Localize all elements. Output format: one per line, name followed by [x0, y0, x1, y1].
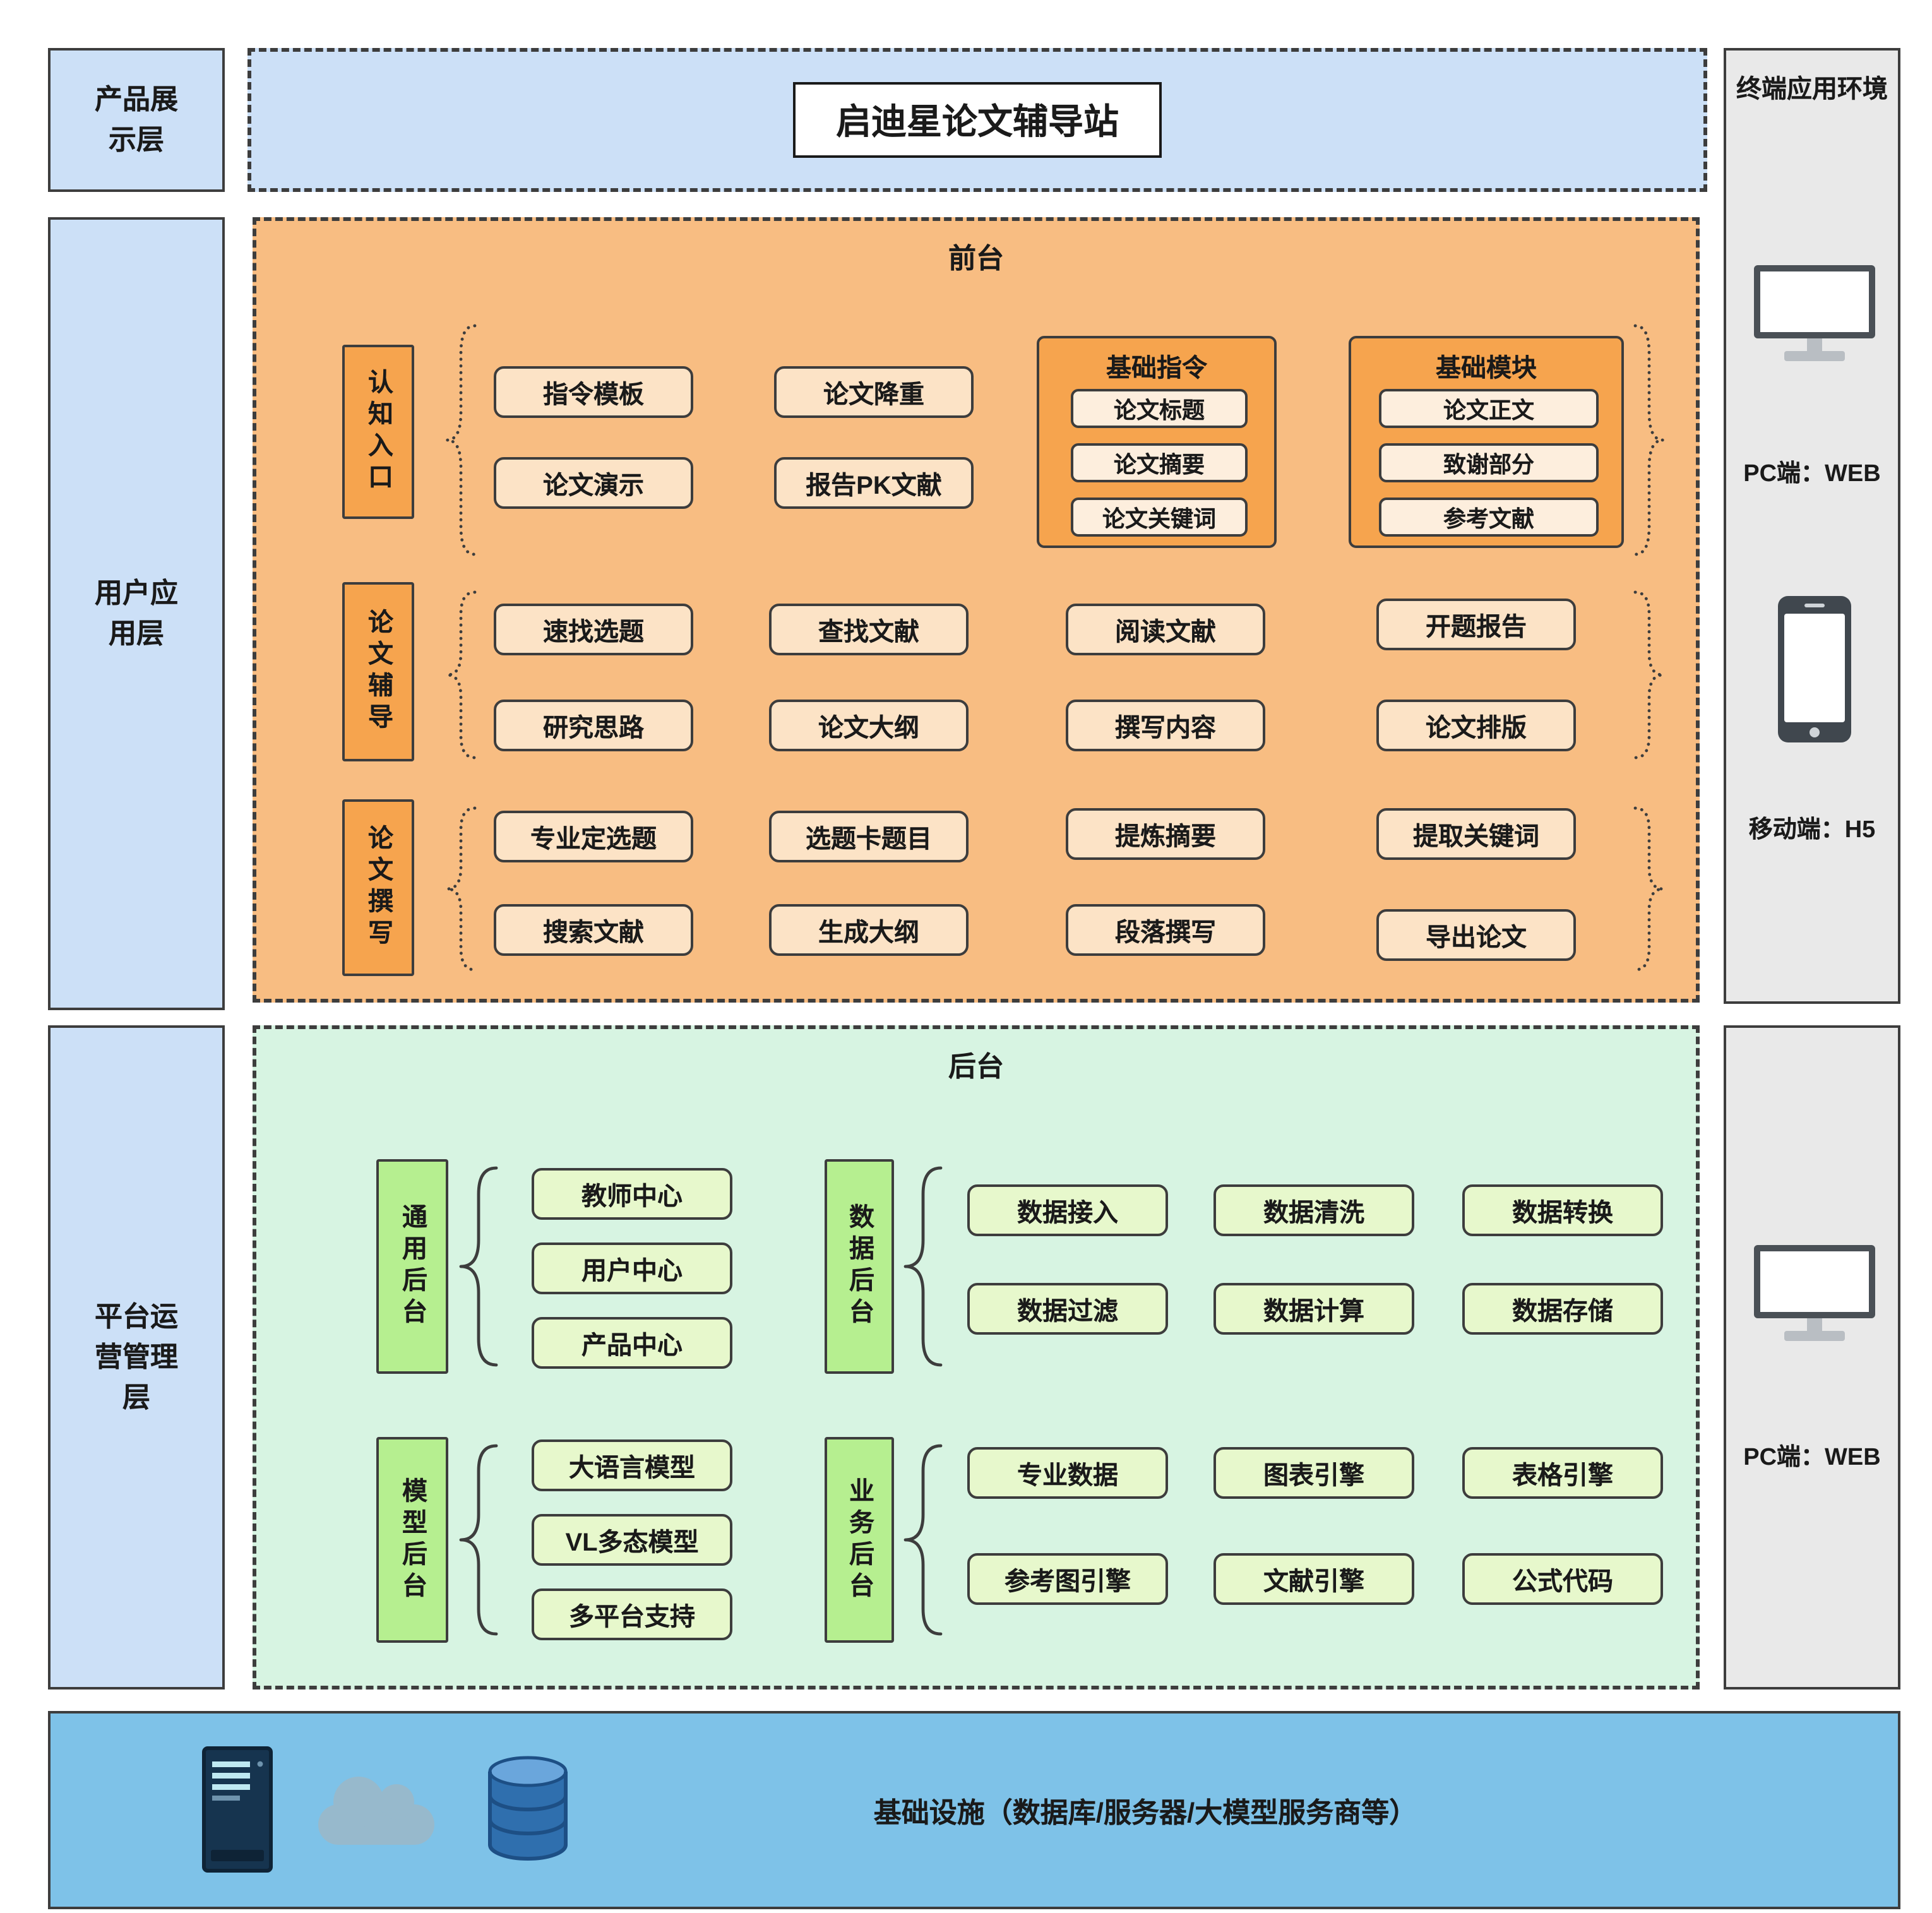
pc-web-label: PC端：WEB [1743, 1445, 1881, 1471]
user-application-layer: 用户应用层 [48, 217, 225, 1010]
basic-command-group: 基础指令 论文标题 论文摘要 论文关键词 [1037, 336, 1277, 548]
backend-data-brace [903, 1165, 943, 1368]
basic-command-item-2: 论文摘要 [1071, 443, 1248, 482]
backend-data-item-1: 数据接入 [967, 1184, 1168, 1236]
infrastructure-label: 基础设施（数据库/服务器/大模型服务商等） [873, 1796, 1417, 1828]
backend-general-item-3: 产品中心 [532, 1317, 732, 1369]
front-row2-side-label: 论文辅导 [342, 582, 414, 761]
basic-module-item-1: 论文正文 [1379, 389, 1599, 428]
cloud-icon [318, 1777, 434, 1845]
backend-data-item-2: 数据清洗 [1213, 1184, 1414, 1236]
basic-module-group-title: 基础模块 [1436, 355, 1537, 383]
front-row1-node-1: 指令模板 [494, 366, 693, 418]
platform-ops-layer: 平台运营管理层 [48, 1025, 225, 1690]
front-row3-left-brace [444, 806, 477, 972]
front-row2-node-5: 阅读文献 [1066, 604, 1265, 655]
backend-band-label: 后台 [948, 1051, 1004, 1082]
front-row1-side-label: 认知入口 [342, 345, 414, 519]
product-display-layer-label: 产品展示层 [94, 83, 178, 155]
front-row3-side-label: 论文撰写 [342, 799, 414, 976]
backend-model-brace [458, 1443, 499, 1636]
backend-business-item-4: 参考图引擎 [967, 1553, 1168, 1605]
front-row2-right-brace [1633, 590, 1666, 760]
server-icon [202, 1746, 273, 1873]
frontend-band-label: 前台 [948, 242, 1004, 274]
front-row3-node-1: 专业定选题 [494, 811, 693, 862]
database-icon [480, 1754, 576, 1862]
backend-business-label: 业务后台 [825, 1437, 894, 1643]
backend-business-item-5: 文献引擎 [1213, 1553, 1414, 1605]
front-row3-node-3: 选题卡题目 [769, 811, 969, 862]
front-row2-node-1: 速找选题 [494, 604, 693, 655]
backend-business-item-2: 图表引擎 [1213, 1447, 1414, 1499]
page-title: 启迪星论文辅导站 [792, 82, 1162, 158]
mobile-phone-icon [1778, 596, 1851, 742]
terminal-mobile-label: 移动端：H5 [1748, 817, 1876, 843]
pc-web-panel: PC端：WEB [1724, 1025, 1900, 1690]
terminal-pc-label: PC端：WEB [1743, 461, 1881, 487]
front-row2-node-3: 查找文献 [769, 604, 969, 655]
frontend-band: 前台 认知入口 指令模板 论文演示 论文降重 报告PK文献 基础指令 论文标题 … [253, 217, 1700, 1003]
backend-general-brace [458, 1165, 499, 1368]
backend-general-item-2: 用户中心 [532, 1243, 732, 1294]
front-row1-right-brace [1633, 323, 1666, 557]
backend-data-item-3: 数据转换 [1462, 1184, 1663, 1236]
user-application-layer-label: 用户应用层 [94, 577, 178, 649]
terminal-env-panel: 终端应用环境 PC端：WEB 移动端：H5 [1724, 48, 1900, 1004]
basic-module-item-3: 参考文献 [1379, 498, 1599, 537]
basic-module-group: 基础模块 论文正文 致谢部分 参考文献 [1349, 336, 1624, 548]
front-row2-node-7: 开题报告 [1376, 599, 1576, 650]
backend-business-item-1: 专业数据 [967, 1447, 1168, 1499]
front-row1-node-3: 论文降重 [774, 366, 974, 418]
front-row2-left-brace [444, 590, 477, 760]
backend-general-label: 通用后台 [376, 1159, 448, 1374]
front-row2-node-2: 研究思路 [494, 700, 693, 751]
backend-model-item-3: 多平台支持 [532, 1588, 732, 1640]
basic-command-item-3: 论文关键词 [1071, 498, 1248, 537]
front-row3-node-8: 导出论文 [1376, 909, 1576, 961]
basic-module-item-2: 致谢部分 [1379, 443, 1599, 482]
front-row3-right-brace [1633, 806, 1666, 972]
backend-data-item-4: 数据过滤 [967, 1283, 1168, 1335]
front-row3-node-7: 提取关键词 [1376, 808, 1576, 860]
basic-command-group-title: 基础指令 [1106, 355, 1207, 383]
front-row2-node-6: 撰写内容 [1066, 700, 1265, 751]
backend-model-item-1: 大语言模型 [532, 1439, 732, 1491]
front-row3-node-2: 搜索文献 [494, 904, 693, 956]
backend-model-label: 模型后台 [376, 1437, 448, 1643]
basic-command-item-1: 论文标题 [1071, 389, 1248, 428]
backend-general-item-1: 教师中心 [532, 1168, 732, 1220]
front-row3-node-6: 段落撰写 [1066, 904, 1265, 956]
backend-data-item-6: 数据存储 [1462, 1283, 1663, 1335]
product-display-layer: 产品展示层 [48, 48, 225, 192]
backend-data-label: 数据后台 [825, 1159, 894, 1374]
front-row3-node-4: 生成大纲 [769, 904, 969, 956]
backend-band: 后台 通用后台 教师中心 用户中心 产品中心 数据后台 数据接入 数据清洗 数据… [253, 1025, 1700, 1690]
title-band: 启迪星论文辅导站 [247, 48, 1707, 192]
backend-data-item-5: 数据计算 [1213, 1283, 1414, 1335]
backend-business-item-6: 公式代码 [1462, 1553, 1663, 1605]
front-row2-node-4: 论文大纲 [769, 700, 969, 751]
desktop-monitor-icon [1754, 265, 1875, 361]
front-row1-node-4: 报告PK文献 [774, 457, 974, 509]
front-row1-node-2: 论文演示 [494, 457, 693, 509]
front-row3-node-5: 提炼摘要 [1066, 808, 1265, 860]
front-row2-node-8: 论文排版 [1376, 700, 1576, 751]
infrastructure-band: 基础设施（数据库/服务器/大模型服务商等） [48, 1711, 1900, 1909]
terminal-env-title: 终端应用环境 [1736, 76, 1888, 104]
front-row1-left-brace [444, 323, 477, 557]
desktop-monitor-icon-2 [1754, 1245, 1875, 1341]
platform-ops-layer-label: 平台运营管理层 [94, 1301, 178, 1413]
backend-business-brace [903, 1443, 943, 1636]
backend-model-item-2: VL多态模型 [532, 1514, 732, 1566]
backend-business-item-3: 表格引擎 [1462, 1447, 1663, 1499]
